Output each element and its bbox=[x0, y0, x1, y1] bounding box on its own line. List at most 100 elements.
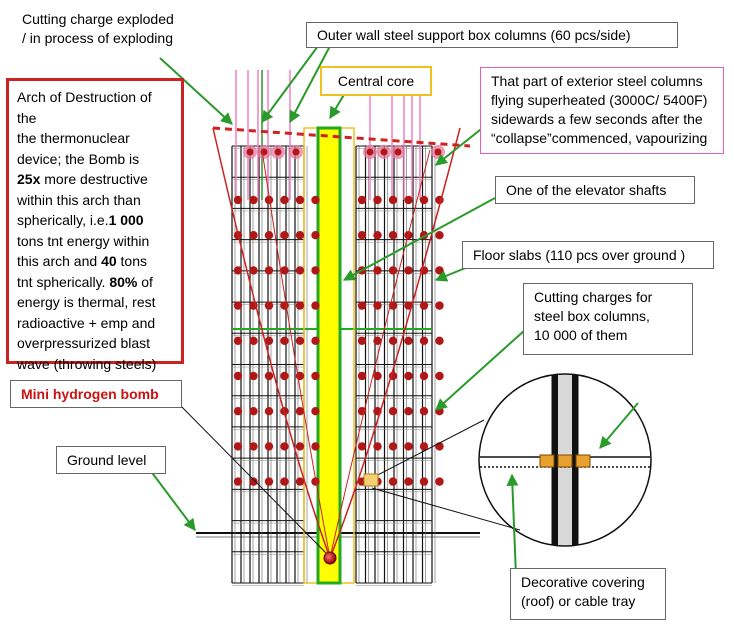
arch-text-run: spherically, i.e. bbox=[17, 212, 109, 228]
cutting-charge-dot bbox=[373, 442, 382, 451]
arrow-elevator-shaft bbox=[342, 197, 496, 281]
arch-text-line: tons tnt energy within bbox=[17, 231, 173, 252]
cutting-charge-dot bbox=[280, 336, 289, 345]
exploding-charge-core bbox=[246, 148, 254, 156]
cutting-charge-dot bbox=[280, 442, 289, 451]
label-ground-level: Ground level bbox=[56, 446, 166, 474]
cutting-charge-dot bbox=[357, 301, 367, 310]
cutting-charge-dot bbox=[357, 336, 367, 345]
label-line: / in process of exploding bbox=[22, 30, 173, 46]
cutting-charge-dot bbox=[435, 266, 444, 275]
cutting-charge-dot bbox=[373, 371, 382, 381]
cutting-charge-dot bbox=[435, 231, 444, 240]
cutting-charge-dot bbox=[280, 301, 289, 310]
central-core-shaft bbox=[316, 126, 342, 585]
cutting-charge-dot bbox=[435, 371, 444, 381]
cutting-charge-dot bbox=[419, 371, 429, 381]
cutting-charge-dot bbox=[357, 371, 367, 381]
arrow-exterior-columns bbox=[435, 125, 486, 166]
arch-text-run: 40 bbox=[101, 253, 117, 269]
label-mini-hydrogen-bomb: Mini hydrogen bomb bbox=[10, 380, 182, 408]
exploding-charge-core bbox=[366, 148, 374, 156]
arch-text-run: more destructive bbox=[40, 171, 148, 187]
arch-text-line: the thermonuclear bbox=[17, 128, 173, 149]
cutting-charge-dot bbox=[435, 301, 444, 310]
arch-text-line: energy is thermal, rest bbox=[17, 292, 173, 313]
arch-text-line: within this arch than bbox=[17, 190, 173, 211]
cutting-charge-dot bbox=[280, 266, 289, 275]
cutting-charge-dot bbox=[404, 371, 413, 381]
cutting-charge-dot bbox=[233, 301, 243, 310]
cutting-charge-dot bbox=[419, 407, 429, 416]
magnified-charge-spot bbox=[363, 473, 379, 487]
cutting-charge-dot bbox=[311, 195, 320, 205]
arrow-outer-columns-2 bbox=[289, 45, 331, 124]
label-outer-wall-columns: Outer wall steel support box columns (60… bbox=[306, 22, 678, 48]
cutting-charge-dot bbox=[280, 195, 289, 205]
cutting-charge-dot bbox=[233, 195, 243, 205]
cutting-charge-dot bbox=[233, 336, 243, 345]
cutting-charge-dot bbox=[373, 231, 382, 240]
cutting-charge-dot bbox=[249, 407, 258, 416]
cutting-charge-dot bbox=[373, 195, 382, 205]
cutting-charge-dot bbox=[388, 407, 398, 416]
cutting-charge-dot bbox=[233, 407, 243, 416]
cutting-charge-dot bbox=[295, 336, 305, 345]
cutting-charge-dot bbox=[295, 195, 305, 205]
arch-text-run: Arch of Destruction of the bbox=[17, 89, 152, 126]
arrow-outer-columns-1 bbox=[261, 45, 319, 123]
arch-text-line: this arch and 40 tons bbox=[17, 251, 173, 272]
arch-text-line: device; the Bomb is bbox=[17, 149, 173, 170]
cutting-charge-dot bbox=[357, 442, 367, 451]
cutting-charge-dot bbox=[373, 301, 382, 310]
label-text: Outer wall steel support box columns (60… bbox=[317, 27, 631, 43]
arch-text-line: tnt spherically. 80% of bbox=[17, 272, 173, 293]
cutting-charge-dot bbox=[388, 477, 398, 486]
cutting-charge-dot bbox=[373, 266, 382, 275]
cutting-charge-dot bbox=[311, 266, 320, 275]
cutting-charge-dot bbox=[311, 301, 320, 310]
arch-text-line: radioactive + emp and bbox=[17, 313, 173, 334]
label-text: Floor slabs (110 pcs over ground ) bbox=[473, 247, 686, 263]
cutting-charge-dot bbox=[295, 301, 305, 310]
magnifier-leader-bottom bbox=[371, 487, 521, 531]
exploding-charge-core bbox=[260, 148, 268, 156]
label-central-core: Central core bbox=[320, 66, 432, 96]
cutting-charge-dot bbox=[404, 407, 413, 416]
cutting-charge-dot bbox=[264, 266, 274, 275]
cutting-charge-dot bbox=[388, 231, 398, 240]
label-line: Cutting charges for bbox=[534, 289, 653, 305]
arch-text-run: 25x bbox=[17, 171, 41, 187]
arch-text-line: 25x more destructive bbox=[17, 169, 173, 190]
cutting-charge-dot bbox=[388, 266, 398, 275]
arch-text-run: radioactive + emp and bbox=[17, 314, 156, 331]
cutting-charge-dot bbox=[419, 301, 429, 310]
cutting-charge-dot bbox=[249, 371, 258, 381]
magnifier-leader-top bbox=[371, 419, 485, 479]
cutting-charge-dot bbox=[264, 336, 274, 345]
right-building-grid bbox=[355, 145, 436, 586]
arch-inner-left bbox=[261, 149, 331, 559]
cutting-charge-dot bbox=[311, 442, 320, 451]
label-line: Cutting charge exploded bbox=[22, 11, 174, 27]
cutting-charge-dot bbox=[435, 477, 444, 486]
label-text: One of the elevator shafts bbox=[506, 182, 667, 198]
cutting-charge-dot bbox=[357, 231, 367, 240]
exploding-charge-core bbox=[434, 148, 442, 156]
arch-text-run: wave (throwing steels) bbox=[17, 355, 157, 372]
cutting-charge-dot bbox=[404, 266, 413, 275]
arrow-decorative-covering bbox=[506, 473, 519, 577]
magnifier-charge-right bbox=[575, 454, 591, 468]
label-line: steel box columns, bbox=[534, 308, 650, 324]
cutting-charge-dot bbox=[264, 195, 274, 205]
arrow-cutting-charges-steel bbox=[435, 329, 526, 411]
cutting-charge-dot bbox=[295, 477, 305, 486]
cutting-charge-dot bbox=[233, 442, 243, 451]
arch-text-run: device; the Bomb is bbox=[17, 150, 140, 167]
exploding-charge-core bbox=[394, 148, 402, 156]
label-line: sidewards a few seconds after the bbox=[491, 111, 703, 127]
label-line: (roof) or cable tray bbox=[521, 593, 636, 609]
